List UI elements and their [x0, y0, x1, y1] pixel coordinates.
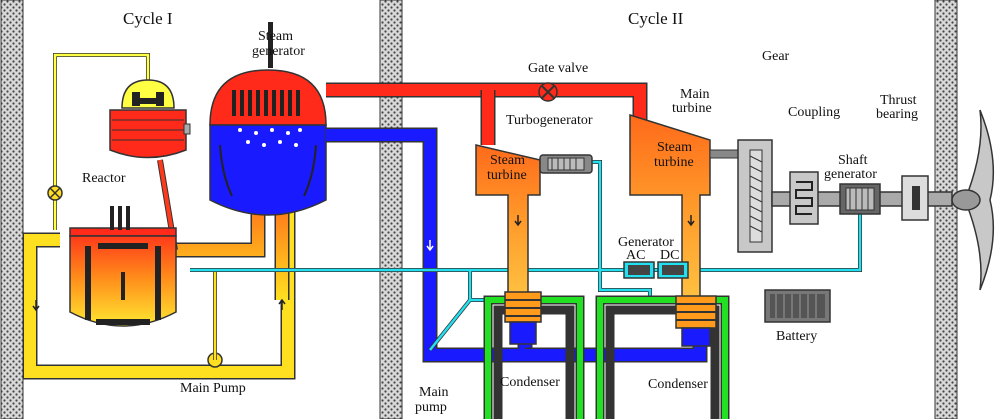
flow-arrows [32, 215, 695, 312]
steam-turbine-2-label-1: Steam [657, 140, 692, 155]
cycle-1-title: Cycle I [123, 9, 173, 28]
turbogenerator-turbine [475, 144, 593, 296]
shaft-generator-label-1: Shaft [838, 153, 868, 168]
condenser-1 [504, 291, 542, 345]
gear-label: Gear [762, 49, 790, 64]
ac-label: AC [626, 248, 645, 263]
generator-label: Generator [618, 235, 674, 250]
battery [764, 289, 831, 323]
main-pump-2-label-2: pump [415, 400, 447, 415]
gear-box [737, 139, 773, 253]
reactor-vessel [69, 206, 177, 327]
pressurizer-line [47, 53, 150, 230]
main-turbine-label-1: Main [680, 87, 710, 102]
dc-label: DC [660, 248, 679, 263]
reactor-label: Reactor [82, 171, 126, 186]
steam-generator [209, 22, 327, 216]
bulkhead-left [0, 0, 24, 419]
main-pump-2-label-1: Main [419, 385, 449, 400]
thrust-bearing-label-2: bearing [876, 107, 918, 122]
bulkhead-right [934, 0, 958, 419]
gate-valve-icon [538, 82, 558, 102]
shaft-generator [839, 183, 881, 215]
turbogenerator-label: Turbogenerator [506, 113, 593, 128]
steam-generator-label-2: generator [252, 44, 305, 59]
shaft-generator-label-2: generator [824, 167, 877, 182]
steam-turbine-1-label-2: turbine [487, 168, 527, 183]
coupling-label: Coupling [788, 105, 840, 120]
main-turbine-label-2: turbine [672, 101, 712, 116]
condenser-2-label: Condenser [648, 377, 708, 392]
steam-turbine-1-label-1: Steam [490, 153, 525, 168]
gate-valve-label: Gate valve [528, 61, 588, 76]
condenser-1-label: Condenser [500, 375, 560, 390]
condenser-2 [675, 295, 717, 347]
cycle-2-title: Cycle II [628, 9, 684, 28]
pressurizer [121, 79, 175, 109]
main-pump-1-label: Main Pump [180, 381, 246, 396]
thrust-bearing [901, 175, 929, 221]
propeller [951, 109, 995, 291]
generator-ac-dc [623, 261, 689, 279]
coupling [789, 171, 819, 225]
steam-generator-label-1: Steam [258, 29, 293, 44]
battery-label: Battery [776, 329, 817, 344]
steam-turbine-2-label-2: turbine [654, 155, 694, 170]
bulkhead-middle [379, 0, 403, 419]
thrust-bearing-label-1: Thrust [880, 93, 917, 108]
